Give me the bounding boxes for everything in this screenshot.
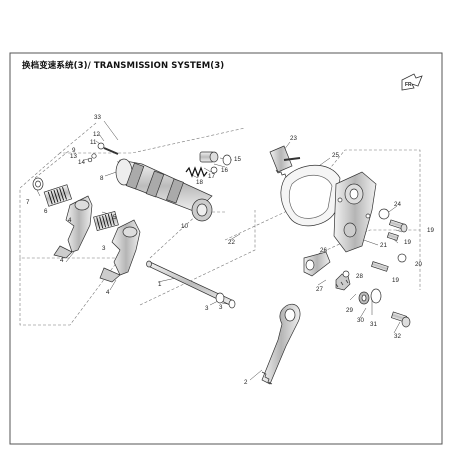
callout-21: 21 [380, 242, 387, 249]
callout-25: 25 [332, 152, 339, 159]
callout-11: 11 [90, 139, 97, 146]
callout-1: 1 [158, 281, 162, 288]
svg-text:FR: FR [405, 82, 412, 88]
part-pins-top [87, 142, 119, 163]
callout-18: 18 [196, 179, 203, 186]
callout-33: 33 [94, 114, 101, 121]
part-shift-shaft [146, 260, 236, 309]
callout-labels: 33 12 11 13 14 9 8 7 6 5 4 4 4 3 1 3 3 1… [26, 114, 434, 386]
part-fasteners-right [371, 208, 408, 272]
callout-26: 26 [320, 247, 327, 254]
callout-20: 20 [415, 261, 422, 268]
callout-10: 10 [181, 223, 188, 230]
callout-15: 15 [234, 156, 241, 163]
callout-7: 7 [26, 199, 30, 206]
part-needle-bearing-upper [43, 184, 73, 207]
callout-17: 17 [208, 173, 215, 180]
callout-3b: 3 [205, 305, 209, 312]
callout-4a: 4 [68, 217, 72, 224]
callout-4c: 4 [106, 289, 110, 296]
callout-29: 29 [346, 307, 353, 314]
callout-6: 6 [44, 208, 48, 215]
callout-27: 27 [316, 286, 323, 293]
parts [32, 142, 411, 385]
part-washer-left [32, 177, 44, 191]
part-shift-gear-shaft [269, 145, 301, 178]
group-outlines [19, 122, 421, 326]
callout-5: 5 [113, 214, 117, 221]
callout-32: 32 [394, 333, 401, 340]
callout-14: 14 [78, 159, 85, 166]
part-stopper-arm [303, 251, 351, 291]
part-gasket [280, 164, 341, 227]
part-detent-assembly [185, 151, 232, 178]
callout-31: 31 [370, 321, 377, 328]
callout-16: 16 [221, 167, 228, 174]
callout-30: 30 [357, 317, 364, 324]
callout-22: 22 [228, 239, 235, 246]
callout-3a: 3 [102, 245, 106, 252]
part-shift-fork-right [99, 219, 141, 283]
callout-12: 12 [93, 131, 100, 138]
part-spring-washers [358, 288, 411, 328]
callout-13: 13 [70, 153, 77, 160]
callout-9: 9 [72, 147, 76, 154]
callout-24: 24 [394, 201, 401, 208]
callout-19c: 19 [392, 277, 399, 284]
fr-arrow-icon: FR [401, 73, 423, 91]
callout-23: 23 [290, 135, 297, 142]
callout-4b: 4 [60, 257, 64, 264]
callout-19b: 19 [404, 239, 411, 246]
callout-28: 28 [356, 273, 363, 280]
diagram-border [9, 52, 443, 445]
callout-3c: 3 [219, 304, 223, 311]
callout-2: 2 [244, 379, 248, 386]
part-cover [333, 171, 377, 253]
part-shift-drum [115, 158, 213, 222]
callout-8: 8 [100, 175, 104, 182]
diagram-title: 换档变速系统(3)/ TRANSMISSION SYSTEM(3) [22, 61, 225, 71]
part-needle-bearing-lower [93, 210, 119, 232]
part-shift-arm [261, 303, 301, 385]
callout-19a: 19 [427, 227, 434, 234]
part-shift-fork-left [53, 195, 93, 259]
